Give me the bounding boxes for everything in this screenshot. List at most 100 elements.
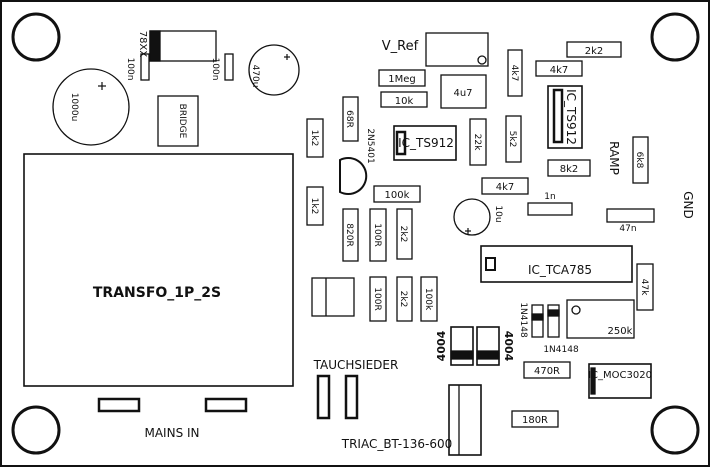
r-6k8-body <box>632 136 649 184</box>
r-68r-body <box>342 96 359 142</box>
cap-1000u-body <box>52 68 130 146</box>
cap-100n-b-body <box>224 53 234 81</box>
r-22k-body <box>469 118 487 166</box>
mounting-hole-bl <box>11 405 61 455</box>
c-4u7-body <box>440 74 487 109</box>
r-2k2-low-label: 2k2 <box>398 291 408 308</box>
mains-terminal-a <box>97 397 141 413</box>
r-100k-a-body <box>373 185 421 203</box>
mains-terminal-b <box>204 397 248 413</box>
bridge-body <box>157 95 199 147</box>
d-1n4148-b-band <box>547 309 560 317</box>
r-4k7-b-body <box>535 60 583 77</box>
mounting-hole-br <box>650 405 700 455</box>
q-2n5401-label: 2N5401 <box>365 128 375 163</box>
pot-250k-body <box>566 299 635 339</box>
r-4k7-b-label: 4k7 <box>550 65 569 76</box>
c-47n-body <box>606 208 655 223</box>
r-5k2-label: 5k2 <box>507 131 517 148</box>
r-47k-label: 47k <box>639 279 649 296</box>
d-1n4148-b-label: 1N4148 <box>543 345 579 355</box>
c-4u7-label: 4u7 <box>453 88 472 99</box>
r-2k2-top-label: 2k2 <box>585 46 604 57</box>
vref-pot-body <box>425 32 489 67</box>
r-100k-b-label: 100k <box>423 288 433 311</box>
d-4004-a-body <box>450 326 474 366</box>
cap-100n-a-body <box>140 53 150 81</box>
c-10u-label: 10u <box>493 205 503 222</box>
d-1n4148-b-body <box>547 304 560 338</box>
r-100r-b-body <box>369 276 387 322</box>
r-4k7-c-body <box>481 177 529 195</box>
d-4004-a-label: 4004 <box>435 330 448 361</box>
r-470r-body <box>523 361 571 379</box>
r-2k2-mid-label: 2k2 <box>398 226 408 243</box>
r-4k7-a-body <box>507 49 523 97</box>
triac-label: TRIAC_BT-136-600 <box>341 437 453 451</box>
heater-terminal-b <box>344 374 359 420</box>
c-100n-b-label: 100n <box>210 58 220 81</box>
c-10u-body <box>453 198 491 236</box>
r-1meg-label: 1Meg <box>388 74 416 85</box>
ic-moc3020-label: IC_MOC3020 <box>588 370 652 381</box>
r-100k-a-label: 100k <box>385 190 410 201</box>
r-180r-body <box>511 410 559 428</box>
ic-tca785-notch <box>485 257 496 271</box>
r-180r-label: 180R <box>522 415 548 426</box>
r-1k2-a-label: 1k2 <box>309 130 319 147</box>
r-100r-a-body <box>369 208 387 262</box>
cap-470u-body <box>248 44 300 96</box>
c-1000u-label: 1000u <box>69 93 79 122</box>
r-1meg-body <box>378 69 426 87</box>
ic-ts912-b-label: IC_TS912 <box>564 89 578 145</box>
r-4k7-a-label: 4k7 <box>509 65 519 82</box>
r-6k8-label: 6k8 <box>634 152 644 169</box>
c-47n-label: 47n <box>619 224 636 234</box>
ic-ts912-a-notch <box>395 130 407 156</box>
r-100r-a-label: 100R <box>372 223 382 246</box>
c-1n-body <box>527 202 573 216</box>
d-4004-b-label: 4004 <box>502 331 515 362</box>
r-10k-body <box>380 91 428 108</box>
fuse-holder-body <box>311 277 355 317</box>
bridge-label: BRIDGE <box>177 104 187 139</box>
ic-ts912-a-body <box>393 125 457 161</box>
heater-label: TAUCHSIEDER <box>313 358 399 372</box>
r-100r-b-label: 100R <box>372 287 382 310</box>
r-22k-label: 22k <box>472 134 482 151</box>
ic-moc3020-notch <box>590 367 596 395</box>
r-8k2-label: 8k2 <box>560 164 579 175</box>
ic-tca785-body <box>480 245 633 283</box>
c-470u-label: 470u <box>250 65 260 88</box>
heater-terminal-a <box>316 374 331 420</box>
regulator-label: 78XX <box>137 31 148 58</box>
d-1n4148-a-body <box>531 304 544 338</box>
mounting-hole-tl <box>11 12 61 62</box>
gnd-label: GND <box>681 191 695 219</box>
r-2k2-low-body <box>396 276 413 322</box>
d-1n4148-a-band <box>531 313 544 321</box>
triac-body <box>448 384 482 456</box>
ic-tca785-label: IC_TCA785 <box>528 263 592 277</box>
r-1k2-b-body <box>306 186 324 226</box>
ic-ts912-b-body <box>547 85 583 149</box>
mounting-hole-tr <box>650 12 700 62</box>
r-2k2-mid-body <box>396 208 413 260</box>
transformer-label: TRANSFO_1P_2S <box>93 285 221 301</box>
d-1n4148-a-label: 1N4148 <box>518 302 528 338</box>
regulator-tab <box>149 30 161 62</box>
ic-ts912-b-notch <box>552 88 564 144</box>
ramp-label: RAMP <box>607 141 621 175</box>
r-68r-label: 68R <box>344 110 354 128</box>
r-1k2-b-label: 1k2 <box>309 198 319 215</box>
r-100k-b-body <box>420 276 438 322</box>
vref-pot-wiper <box>477 55 487 65</box>
r-820r-label: 820R <box>344 223 354 246</box>
r-820r-body <box>342 208 359 262</box>
r-470r-label: 470R <box>534 366 560 377</box>
ic-moc3020-body <box>588 363 652 399</box>
transformer-body <box>23 153 294 387</box>
